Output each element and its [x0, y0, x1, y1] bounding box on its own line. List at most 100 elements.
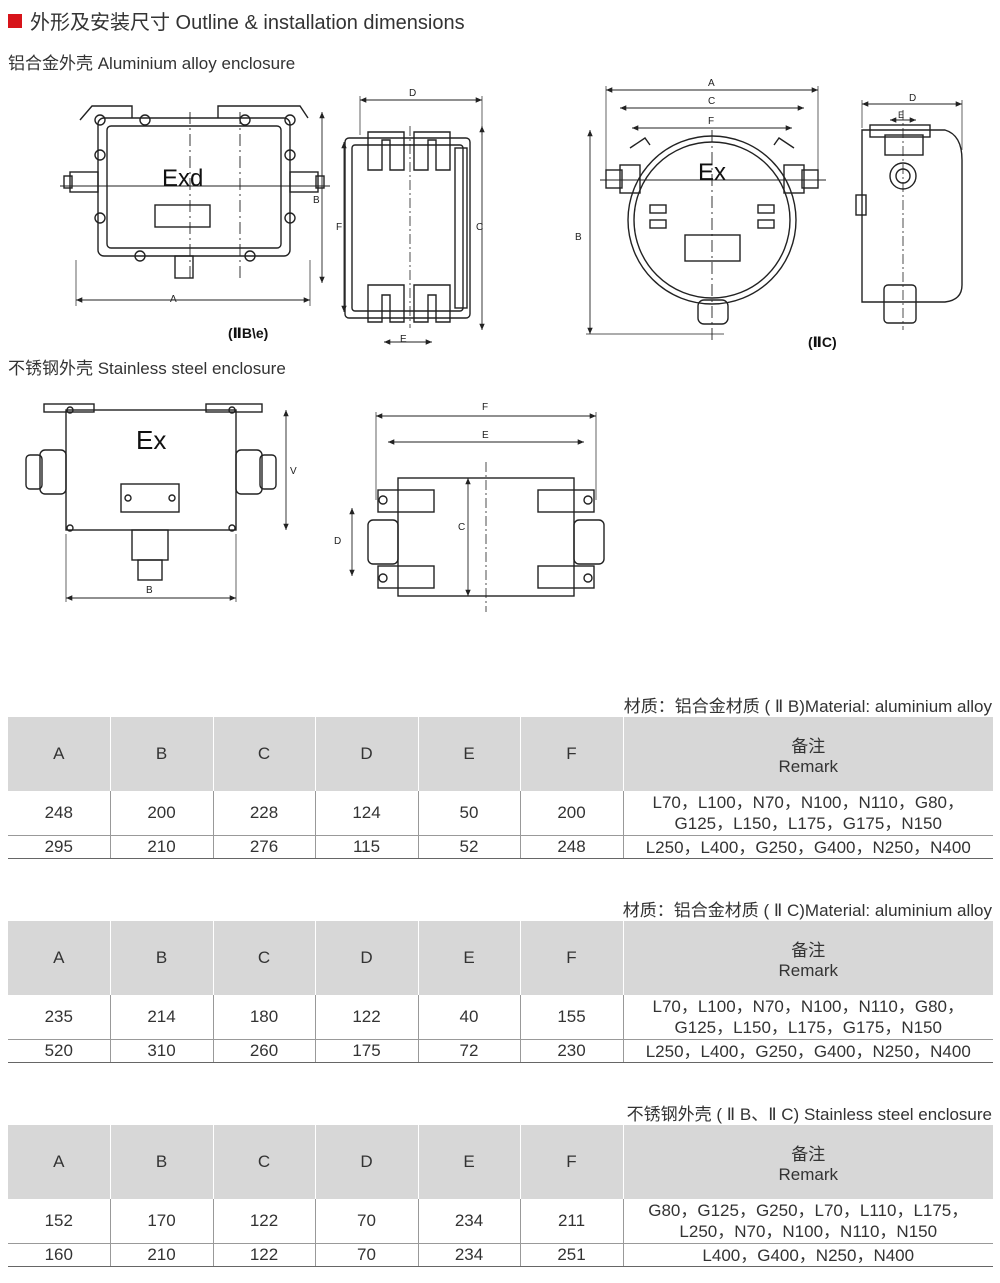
ex-mark-iic: Ex	[698, 159, 726, 186]
remark-line: G125，L150，L175，G175，N150	[674, 814, 942, 833]
remark-cn: 备注	[791, 1144, 826, 1164]
iic-front-view	[586, 86, 826, 340]
cell-c: 260	[213, 1039, 316, 1063]
dim-f-2: F	[708, 116, 714, 127]
remark-line: L70，L100，N70，N100，N110，G80，	[652, 793, 965, 812]
cell-b: 170	[110, 1199, 214, 1244]
dim-a-2: A	[708, 78, 715, 89]
cell-remark: L400，G400，N250，N400	[623, 1243, 993, 1267]
cell-remark: G80，G125，G250，L70，L110，L175， L250，N70，N10…	[623, 1199, 993, 1244]
bullet-square-icon	[8, 13, 22, 28]
cell-f: 251	[520, 1243, 624, 1267]
outline-drawings: A B Exd (ⅡB\e) D F C E	[25, 78, 963, 612]
cell-e: 234	[418, 1199, 521, 1244]
ex-mark-stainless: Ex	[136, 425, 166, 455]
cell-a: 520	[8, 1039, 111, 1063]
table2-material: 材质：铝合金材质 ( Ⅱ C)Material: aluminium alloy	[622, 901, 992, 920]
iib-side-view	[341, 96, 485, 345]
cell-f: 211	[520, 1199, 624, 1244]
col-header-b: B	[110, 921, 214, 995]
exd-mark: Exd	[162, 165, 203, 192]
cell-d: 124	[315, 791, 419, 836]
dim-d-1: D	[409, 88, 416, 99]
cell-b: 214	[110, 995, 214, 1040]
cell-a: 248	[8, 791, 111, 836]
cell-remark: L250，L400，G250，G400，N250，N400	[623, 1039, 993, 1063]
col-header-c: C	[213, 717, 316, 791]
col-header-b: B	[110, 717, 214, 791]
cell-e: 234	[418, 1243, 521, 1267]
dim-c-1: C	[476, 222, 483, 233]
cell-e: 50	[418, 791, 521, 836]
dim-e-3: E	[482, 430, 489, 441]
remark-en: Remark	[778, 756, 838, 776]
section-heading: 外形及安装尺寸 Outline & installation dimension…	[8, 6, 465, 35]
dim-b-1: B	[313, 195, 320, 206]
cell-b: 200	[110, 791, 214, 836]
dim-f-3: F	[482, 402, 488, 413]
cell-e: 72	[418, 1039, 521, 1063]
bolt-icons	[94, 114, 296, 262]
col-header-b: B	[110, 1125, 214, 1199]
col-header-a: A	[8, 921, 111, 995]
cell-f: 248	[520, 835, 624, 859]
col-header-f: F	[520, 921, 624, 995]
remark-cn: 备注	[791, 940, 826, 960]
remark-en: Remark	[778, 1164, 838, 1184]
cell-b: 210	[110, 1243, 214, 1267]
iib-front-view	[60, 105, 330, 306]
table-row: 248 200 228 124 50 200 L70，L100，N70，N100…	[8, 791, 993, 836]
stainless-enclosure-label: 不锈钢外壳 Stainless steel enclosure	[8, 359, 286, 378]
cell-c: 276	[213, 835, 316, 859]
aluminium-enclosure-label: 铝合金外壳 Aluminium alloy enclosure	[8, 54, 296, 73]
stainless-side-view	[349, 412, 605, 612]
cell-c: 122	[213, 1199, 316, 1244]
col-header-e: E	[418, 1125, 521, 1199]
section-heading-text: 外形及安装尺寸 Outline & installation dimension…	[30, 12, 465, 34]
cell-e: 40	[418, 995, 521, 1040]
col-header-e: E	[418, 921, 521, 995]
table3-material: 不锈钢外壳 ( Ⅱ B、Ⅱ C) Stainless steel enclosu…	[626, 1105, 992, 1124]
cell-b: 310	[110, 1039, 214, 1063]
remark-line: G80，G125，G250，L70，L110，L175，	[648, 1201, 969, 1220]
remark-cn: 备注	[791, 736, 826, 756]
dim-f-1: F	[336, 222, 342, 233]
dim-c-2: C	[708, 96, 715, 107]
remark-line: G125，L150，L175，G175，N150	[674, 1018, 942, 1037]
table1-material: 材质：铝合金材质 ( Ⅱ B)Material: aluminium alloy	[623, 697, 992, 716]
cell-b: 210	[110, 835, 214, 859]
col-header-f: F	[520, 717, 624, 791]
col-header-a: A	[8, 1125, 111, 1199]
table-row: 235 214 180 122 40 155 L70，L100，N70，N100…	[8, 995, 993, 1040]
cell-c: 122	[213, 1243, 316, 1267]
cell-c: 228	[213, 791, 316, 836]
col-header-e: E	[418, 717, 521, 791]
remark-line: L250，N70，N100，N110，N150	[679, 1222, 938, 1241]
table-row: 295 210 276 115 52 248 L250，L400，G250，G4…	[8, 835, 993, 859]
table-row: 520 310 260 175 72 230 L250，L400，G250，G4…	[8, 1039, 993, 1063]
col-header-a: A	[8, 717, 111, 791]
iic-side-view	[855, 100, 963, 330]
dim-c-3: C	[458, 522, 465, 533]
col-header-d: D	[315, 921, 419, 995]
cell-a: 152	[8, 1199, 111, 1244]
col-header-d: D	[315, 1125, 419, 1199]
dim-a-1: A	[170, 294, 177, 305]
remark-line: L70，L100，N70，N100，N110，G80，	[652, 997, 965, 1016]
cell-d: 122	[315, 995, 419, 1040]
dim-e-1: E	[400, 334, 407, 345]
cell-d: 175	[315, 1039, 419, 1063]
cell-d: 115	[315, 835, 419, 859]
col-header-d: D	[315, 717, 419, 791]
tag-iib: (ⅡB\e)	[228, 325, 268, 341]
table-row: 152 170 122 70 234 211 G80，G125，G250，L70…	[8, 1199, 993, 1244]
dim-d-3: D	[334, 536, 341, 547]
